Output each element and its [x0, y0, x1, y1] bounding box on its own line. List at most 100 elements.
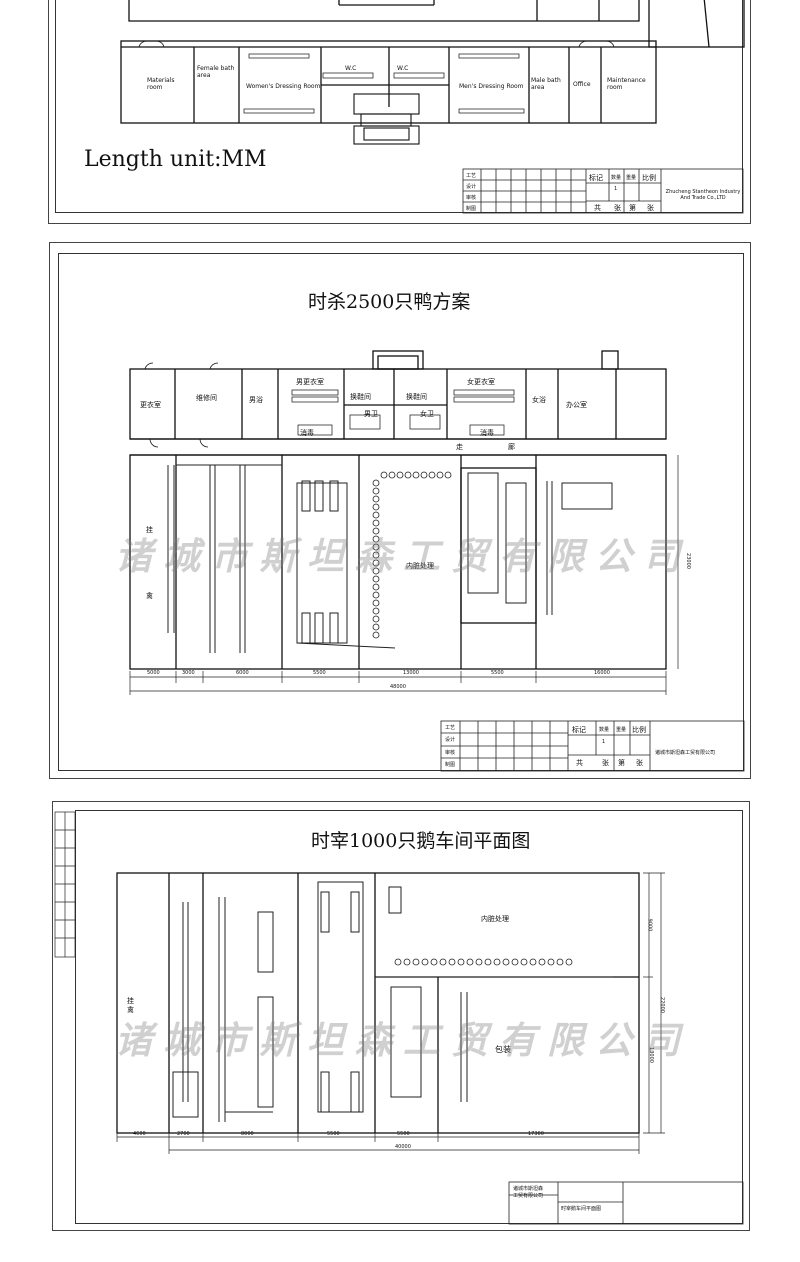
room-mens-dressing: Men's Dressing Room [459, 83, 524, 90]
tb1-sheet: 张 [614, 204, 621, 212]
room-maintenance: Maintenance room [607, 77, 646, 91]
dim-6: 17300 [528, 1131, 544, 1137]
conveyor-hook [394, 958, 402, 966]
conveyor-hook [372, 575, 380, 583]
conveyor-hook [475, 958, 483, 966]
conveyor-hook [372, 543, 380, 551]
drawing-panel-goose-plan: 时宰1000只鹅车间平面图 [52, 801, 750, 1231]
conveyor-hook [372, 551, 380, 559]
conveyor-hook [372, 615, 380, 623]
conveyor-hook [380, 471, 388, 479]
storage-left: 消毒 [300, 429, 314, 437]
hold-label-b: 禽 [146, 592, 153, 600]
dim-1: 4600 [133, 1131, 146, 1137]
conveyor-hook [547, 958, 555, 966]
tb2-total: 共 [576, 759, 583, 767]
conveyor-hook [372, 631, 380, 639]
room-shoe-change-right: 换鞋间 [406, 393, 427, 401]
room-female-change: 女更衣室 [467, 378, 495, 386]
tb1-marks: 标记 [589, 174, 603, 182]
tb1-draw: 制图 [466, 206, 477, 212]
room-female-bath: Female bath area [197, 65, 235, 79]
room-female-bath: 女浴 [532, 396, 546, 404]
tb2-weight: 重量 [616, 727, 627, 733]
tb2-draw: 制图 [445, 762, 456, 768]
dim-5: 5500 [397, 1131, 410, 1137]
conveyor-hook [372, 511, 380, 519]
storage-right: 消毒 [480, 429, 494, 437]
tb3-drawing-name: 时宰鹅车间平面图 [561, 1206, 602, 1212]
conveyor-hook [372, 599, 380, 607]
dim-3: 8000 [241, 1131, 254, 1137]
tb1-scale: 比例 [642, 174, 656, 182]
conveyor-hook [466, 958, 474, 966]
dim-2: 3000 [182, 670, 195, 676]
tb1-sheet2: 张 [647, 204, 654, 212]
room-male-wc: 男卫 [364, 410, 378, 418]
room-male-change: 男更衣室 [296, 378, 324, 386]
tb2-craft: 工艺 [445, 725, 456, 731]
conveyor-hook [493, 958, 501, 966]
room-wc-right: W.C [397, 65, 409, 72]
conveyor-hook [556, 958, 564, 966]
conveyor-hook [420, 471, 428, 479]
conveyor-hook [484, 958, 492, 966]
tb1-company: Zhucheng Stantheon Industry And Trade Co… [665, 189, 741, 201]
conveyor-hook [388, 471, 396, 479]
corridor-label-a: 走 [456, 443, 463, 451]
drawing-panel-duck-plan: 时杀2500只鸭方案 [49, 242, 751, 779]
tb2-qty: 数量 [599, 727, 610, 733]
conveyor-hook [404, 471, 412, 479]
tb2-scale: 比例 [632, 726, 646, 734]
room-male-bath: Male bath area [531, 77, 561, 91]
conveyor-hook [430, 958, 438, 966]
room-male-bath: 男浴 [249, 396, 263, 404]
conveyor-hook [457, 958, 465, 966]
conveyor-hook [428, 471, 436, 479]
dim-total: 40000 [395, 1144, 411, 1150]
conveyor-hook [372, 607, 380, 615]
tb1-qty: 数量 [611, 175, 622, 181]
conveyor-hook [372, 495, 380, 503]
conveyor-hook [538, 958, 546, 966]
room-maintenance: 维修间 [196, 394, 217, 402]
conveyor-hook [520, 958, 528, 966]
drawing-border [58, 253, 744, 771]
dim-2: 2700 [177, 1131, 190, 1137]
english-floor-plan [120, 0, 745, 214]
tb2-nth: 第 [618, 759, 625, 767]
conveyor-hook [502, 958, 510, 966]
goose-floor-plan [54, 811, 744, 1225]
room-wc-left: W.C [345, 65, 357, 72]
viscera-area: 内脏处理 [481, 915, 509, 923]
corridor-label-b: 廊 [508, 443, 515, 451]
conveyor-hook [439, 958, 447, 966]
tb2-sheet: 张 [602, 759, 609, 767]
tb1-weight: 重量 [626, 175, 637, 181]
room-female-wc: 女卫 [420, 410, 434, 418]
room-office: 办公室 [566, 401, 587, 409]
dim-6: 5500 [491, 670, 504, 676]
plan-title: 时宰1000只鹅车间平面图 [311, 830, 531, 852]
drawing-border [75, 810, 743, 1224]
conveyor-hook [444, 471, 452, 479]
tb1-review: 审核 [466, 195, 477, 201]
room-office: Office [573, 81, 591, 88]
conveyor-hook [403, 958, 411, 966]
tb2-sheet2: 张 [636, 759, 643, 767]
tb1-one: 1 [614, 186, 618, 192]
dim-4: 5500 [327, 1131, 340, 1137]
conveyor-hook [372, 487, 380, 495]
room-materials: Materials room [147, 77, 175, 91]
conveyor-hook [372, 591, 380, 599]
conveyor-hook [372, 527, 380, 535]
watermark-lower: 诸城市斯坦森工贸有限公司 [115, 1018, 691, 1062]
tb1-design: 设计 [466, 184, 477, 190]
conveyor-hook [412, 958, 420, 966]
conveyor-hook [529, 958, 537, 966]
dim-4: 5500 [313, 670, 326, 676]
conveyor-hook [436, 471, 444, 479]
conveyor-hook [372, 583, 380, 591]
tb2-design: 设计 [445, 737, 456, 743]
plan-title: 时杀2500只鸭方案 [308, 291, 471, 313]
